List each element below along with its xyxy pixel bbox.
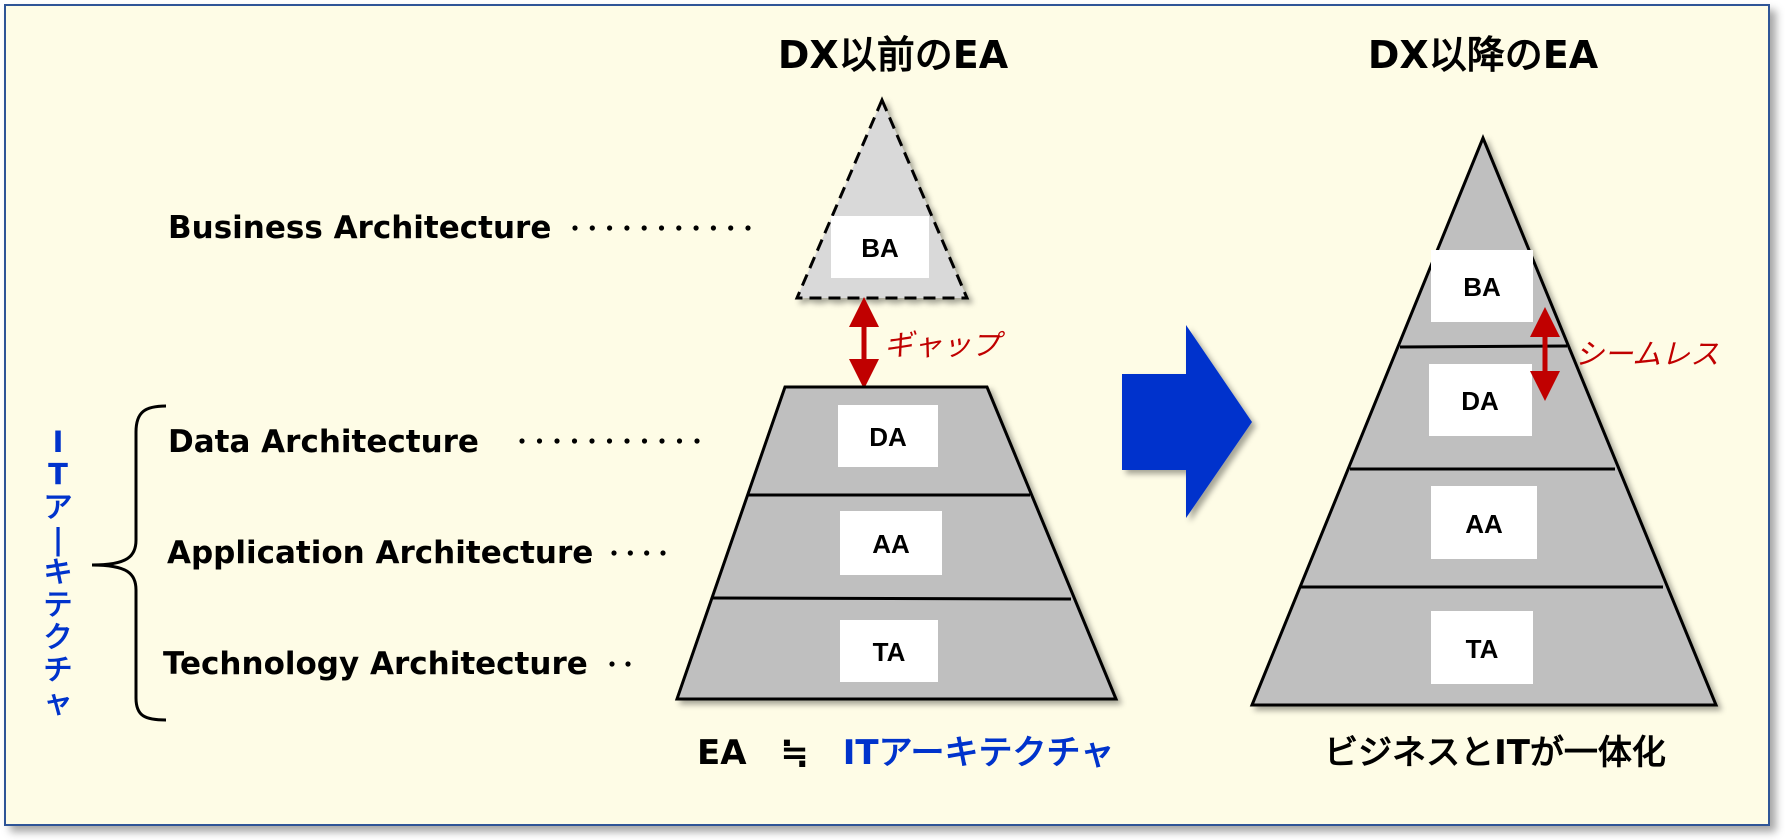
aa-box-before-text: AA [872,529,910,559]
vertical-label-char: ク [43,620,72,654]
layer-divider [712,596,1072,601]
label-data-architecture: Data Architecture [168,424,479,460]
leader-dot [554,438,560,444]
leader-dot [710,225,717,231]
aa-box-before [840,511,942,575]
label-application-architecture: Application Architecture [167,535,593,571]
ba-box-after-text: BA [1463,272,1501,302]
leader-dot [660,550,666,556]
label-technology-architecture: Technology Architecture [163,646,588,682]
leader-dots-data [519,438,700,444]
ta-box-after [1431,611,1533,684]
leader-dot [745,225,751,231]
vertical-label-char: チ [43,653,72,687]
da-box-before [838,405,938,467]
caption-after: ビジネスとITが一体化 [1324,733,1666,773]
ta-box-before-text: TA [873,637,906,667]
ba-box-after [1431,250,1533,322]
leader-dots-application [611,550,666,556]
ba-box-before-text: BA [861,233,899,263]
leader-dot [728,225,734,231]
aa-box-after-text: AA [1465,509,1503,539]
leader-dot [609,661,615,667]
leader-dot [625,661,631,667]
vertical-label-char: T [48,458,68,492]
vertical-label-char: | [53,523,64,557]
da-box-after-text: DA [1461,386,1499,416]
ta-box-before [840,620,938,682]
vertical-label-char: テ [43,588,72,622]
leader-dot [694,438,700,444]
da-box-before-text: DA [869,422,907,452]
leader-dot [627,550,633,556]
vertical-label-char: ャ [43,685,72,719]
transition-arrow-icon [1122,325,1252,518]
leader-dot [624,225,630,231]
leader-dots-business [572,225,751,231]
leader-dot [519,438,525,444]
leader-dot [572,225,578,231]
title-after-dx: DX以降のEA [1368,33,1599,77]
title-before-dx: DX以前のEA [778,33,1009,77]
leader-dot [641,438,648,444]
leader-dot [611,550,617,556]
leader-dots-technology [609,661,631,667]
leader-dot [641,225,647,231]
leader-dot [589,225,595,231]
caption-ea: EA [697,733,747,773]
vertical-it-architecture-label: ITア|キテクチャ [43,425,72,719]
leader-dot [644,550,650,556]
gap-label: ギャップ [884,328,1006,362]
leader-dot [676,438,683,444]
ba-box-before [831,216,929,278]
seamless-label: シームレス [1575,337,1719,371]
da-box-after [1429,364,1532,436]
vertical-label-char: ア [43,490,72,524]
vertical-label-char: キ [43,555,72,589]
leader-dot [624,438,630,444]
caption-before: EA ≒ ITアーキテクチャ [697,733,1114,773]
curly-brace [91,404,167,722]
leader-dot [693,225,699,231]
label-business-architecture: Business Architecture [168,210,551,246]
leader-dot [571,438,578,444]
caption-it-architecture: ITアーキテクチャ [843,733,1114,773]
leader-dot [658,225,665,231]
aa-box-after [1431,486,1537,559]
ta-box-after-text: TA [1466,634,1499,664]
layer-divider [1399,344,1568,349]
leader-dot [659,438,665,444]
leader-dot [607,225,613,231]
vertical-label-char: I [53,425,64,459]
leader-dot [676,225,682,231]
caption-approx-symbol: ≒ [780,733,809,773]
leader-dot [606,438,613,444]
leader-dot [589,438,595,444]
leader-dot [536,438,543,444]
